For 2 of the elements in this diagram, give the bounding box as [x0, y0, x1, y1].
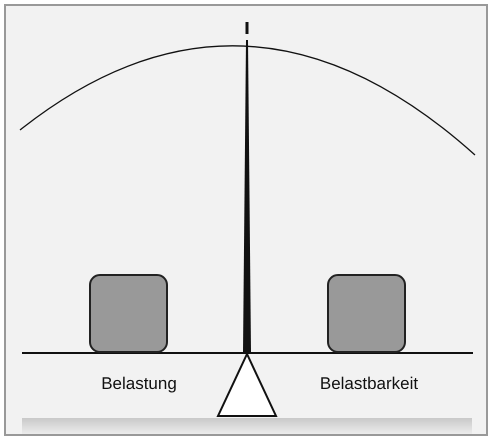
text-label: Belastbarkeit — [320, 374, 418, 394]
text-label: Belastung — [101, 374, 177, 394]
